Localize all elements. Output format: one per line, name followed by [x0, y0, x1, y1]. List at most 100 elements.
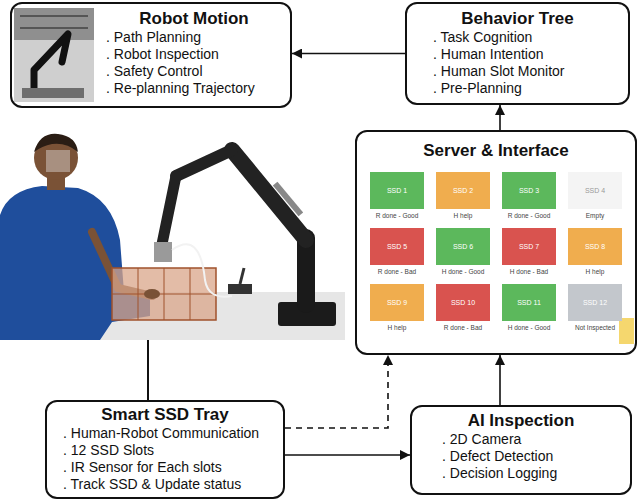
flow-arrow	[499, 355, 501, 405]
bullet-item: . Robot Inspection	[106, 46, 284, 63]
slot-status-label: H done - Good	[436, 268, 490, 276]
slot-status-box: SSD 10	[436, 284, 490, 321]
ssd-tray	[112, 268, 216, 320]
scene-photo	[0, 134, 345, 340]
box-heading: Smart SSD Tray	[55, 405, 275, 425]
bullet-item: . Pre-Planning	[433, 80, 620, 97]
bullet-item: . Task Cognition	[433, 29, 620, 46]
slot-status-label: Empty	[568, 212, 622, 220]
photo-shelf	[14, 8, 94, 40]
photo-ground	[14, 8, 94, 102]
slot-status-box: SSD 3	[502, 172, 556, 209]
slot-tile: SSD 2 H help	[436, 172, 490, 220]
slot-status-box: SSD 11	[502, 284, 556, 321]
slot-status-box: SSD 7	[502, 228, 556, 265]
robot-wrist	[162, 176, 176, 244]
slot-status-label: R done - Bad	[436, 324, 490, 332]
module-box: Robot Motion. Path Planning. Robot Inspe…	[10, 2, 292, 108]
slot-name: SSD 7	[519, 243, 539, 250]
slot-status-label: Not Inspected	[568, 324, 622, 332]
bullet-item: . Human Slot Monitor	[433, 63, 620, 80]
box-heading: AI Inspection	[420, 411, 622, 431]
flow-arrow	[285, 355, 388, 428]
module-box: Behavior Tree. Task Cognition. Human Int…	[405, 2, 630, 105]
arm-ring	[273, 182, 303, 216]
robot-photo	[14, 8, 94, 102]
slot-name: SSD 8	[585, 243, 605, 250]
robot-cable	[172, 244, 232, 296]
bullet-item: . Track SSD & Update status	[63, 476, 275, 493]
bullet-item: . Defect Detection	[442, 448, 622, 465]
slot-tile: SSD 10 R done - Bad	[436, 284, 490, 332]
slot-tile: SSD 9 H help	[370, 284, 424, 332]
slot-status-box: SSD 9	[370, 284, 424, 321]
slot-status-box: SSD 2	[436, 172, 490, 209]
bullet-item: . Path Planning	[106, 29, 284, 46]
bullet-item: . Decision Logging	[442, 465, 622, 482]
photo-table	[22, 88, 84, 98]
controller	[228, 284, 252, 294]
tray-divider	[112, 294, 216, 295]
slot-tile: SSD 3 R done - Good	[502, 172, 556, 220]
module-box: Smart SSD Tray. Human-Robot Communicatio…	[45, 400, 285, 499]
face-blur	[46, 150, 70, 172]
slot-status-label: H done - Good	[502, 324, 556, 332]
module-box: Server & InterfaceSSD 1R done - GoodSSD …	[355, 130, 637, 355]
slot-name: SSD 1	[387, 187, 407, 194]
robot-camera	[154, 242, 172, 262]
slot-status-label: H help	[436, 212, 490, 220]
box-heading: Behavior Tree	[415, 9, 620, 29]
slot-status-box: SSD 8	[568, 228, 622, 265]
slot-status-label: H help	[568, 268, 622, 276]
robot-arm	[34, 34, 68, 92]
flow-arrow	[499, 105, 501, 130]
bullet-item: . Human Intention	[433, 46, 620, 63]
slot-status-label: R done - Good	[502, 212, 556, 220]
slot-name: SSD 9	[387, 299, 407, 306]
module-box: AI Inspection. 2D Camera. Defect Detecti…	[410, 405, 632, 495]
sticky-note	[619, 318, 634, 344]
slot-status-box: SSD 4	[568, 172, 622, 209]
box-heading: Robot Motion	[104, 9, 284, 29]
slot-name: SSD 3	[519, 187, 539, 194]
bullet-item: . 12 SSD Slots	[63, 442, 275, 459]
flow-arrow	[292, 53, 405, 55]
robot-forearm	[176, 150, 232, 176]
flow-arrow	[285, 454, 410, 456]
bullet-item: . IR Sensor for Each slots	[63, 459, 275, 476]
slot-name: SSD 12	[583, 299, 607, 306]
tray-link-line	[147, 340, 149, 400]
slot-status-box: SSD 12	[568, 284, 622, 321]
robot-upper-arm	[232, 150, 306, 240]
slot-name: SSD 5	[387, 243, 407, 250]
slot-name: SSD 4	[585, 187, 605, 194]
controller-stick	[240, 268, 244, 284]
slot-tile: SSD 5 R done - Bad	[370, 228, 424, 276]
bullet-item: . Safety Control	[106, 63, 284, 80]
slot-tile: SSD 7 H done - Bad	[502, 228, 556, 276]
photo-rack	[20, 15, 88, 17]
photo-rack	[20, 27, 88, 29]
slot-name: SSD 2	[453, 187, 473, 194]
box-heading: Server & Interface	[365, 141, 627, 161]
person-hair	[34, 134, 78, 152]
slot-tile: SSD 8 H help	[568, 228, 622, 276]
slot-tile: SSD 1 R done - Good	[370, 172, 424, 220]
bullet-item: . Human-Robot Communication	[63, 425, 275, 442]
slot-status-label: R done - Good	[370, 212, 424, 220]
bullet-item: . Re-planning Trajectory	[106, 80, 284, 97]
slot-status-box: SSD 1	[370, 172, 424, 209]
slot-tile: SSD 11 H done - Good	[502, 284, 556, 332]
slot-tile: SSD 6 H done - Good	[436, 228, 490, 276]
slot-name: SSD 10	[451, 299, 475, 306]
slot-status-box: SSD 5	[370, 228, 424, 265]
slot-status-label: H done - Bad	[502, 268, 556, 276]
slot-tile: SSD 4 Empty	[568, 172, 622, 220]
person-hand	[144, 289, 160, 299]
slot-status-label: H help	[370, 324, 424, 332]
bullet-item: . 2D Camera	[442, 431, 622, 448]
slot-status-label: R done - Bad	[370, 268, 424, 276]
slot-status-box: SSD 6	[436, 228, 490, 265]
slot-name: SSD 6	[453, 243, 473, 250]
